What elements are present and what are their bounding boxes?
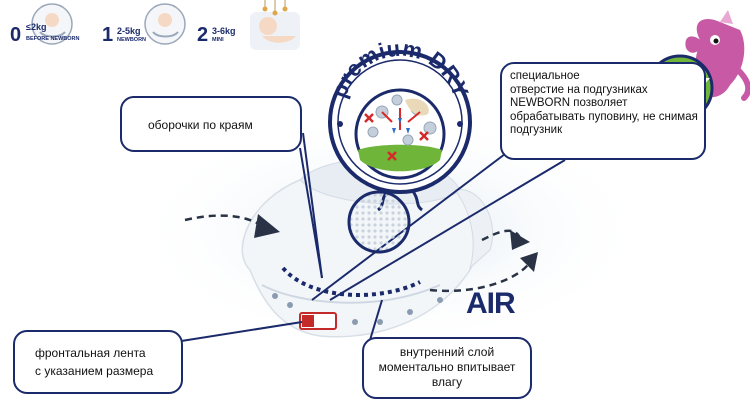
- stage-0-label: before NEWBORN: [26, 36, 80, 42]
- premium-dry-badge: premium DRY: [326, 36, 473, 194]
- airflow-arrowhead-right-bottom: [520, 252, 538, 272]
- baby-icon-stage-0: [31, 3, 73, 45]
- baby-icon-stage-1: [144, 3, 186, 45]
- callout-inner-line-1: внутренний слой: [399, 345, 495, 359]
- airflow-arrowhead-left: [254, 214, 280, 238]
- stage-1: 1 2-5kg NEWBORN: [100, 0, 180, 50]
- callout-umbilical-opening: специальное отверстие на подгузниках NEW…: [500, 62, 706, 160]
- callout-opening-line-3: NEWBORN позволяет: [510, 97, 628, 109]
- stage-2-label: MINI: [212, 37, 224, 43]
- callout-inner-layer: внутренний слой моментально впитывает вл…: [362, 337, 532, 399]
- airflow-arrowhead-right-top: [510, 230, 530, 250]
- callout-front-tape: фронтальная лента с указанием размера: [13, 330, 183, 394]
- pointer-tape: [174, 321, 303, 343]
- baby-icon-stage-2: [250, 0, 300, 50]
- magnifier: [347, 189, 423, 254]
- stage-2-number: 2: [197, 24, 209, 46]
- pointer-inner: [369, 299, 383, 341]
- callout-frills: оборочки по краям: [120, 96, 302, 152]
- pointer-frills-2: [302, 132, 323, 279]
- stage-1-number: 1: [102, 24, 114, 46]
- callout-tape-line-2: с указанием размера: [35, 364, 154, 378]
- stage-1-label: NEWBORN: [117, 37, 147, 43]
- stage-0-weight: ≤2kg: [26, 22, 47, 32]
- callout-opening-line-1: специальное: [510, 70, 580, 82]
- callout-tape-line-1: фронтальная лента: [35, 346, 146, 360]
- callout-frills-line-1: оборочки по краям: [148, 118, 253, 132]
- airflow-arrow-right-bottom: [429, 261, 532, 293]
- pointer-opening-2: [329, 159, 566, 301]
- stage-0-number: 0: [10, 24, 22, 46]
- callout-opening-line-2: отверстие на подгузниках: [510, 83, 648, 96]
- stage-2-weight: 3-6kg: [212, 26, 236, 36]
- callout-inner-line-2: моментально впитывает: [378, 360, 516, 374]
- stage-0: 0 ≤2kg before NEWBORN: [4, 0, 84, 50]
- stage-1-weight: 2-5kg: [117, 26, 141, 36]
- callout-inner-line-3: влагу: [431, 375, 463, 389]
- stage-2: 2 3-6kg MINI: [195, 0, 275, 50]
- air-label: AIR: [466, 287, 516, 320]
- callout-opening-line-4: обрабатывать пуповину, не снимая: [510, 110, 698, 123]
- callout-opening-line-5: подгузник: [510, 124, 563, 136]
